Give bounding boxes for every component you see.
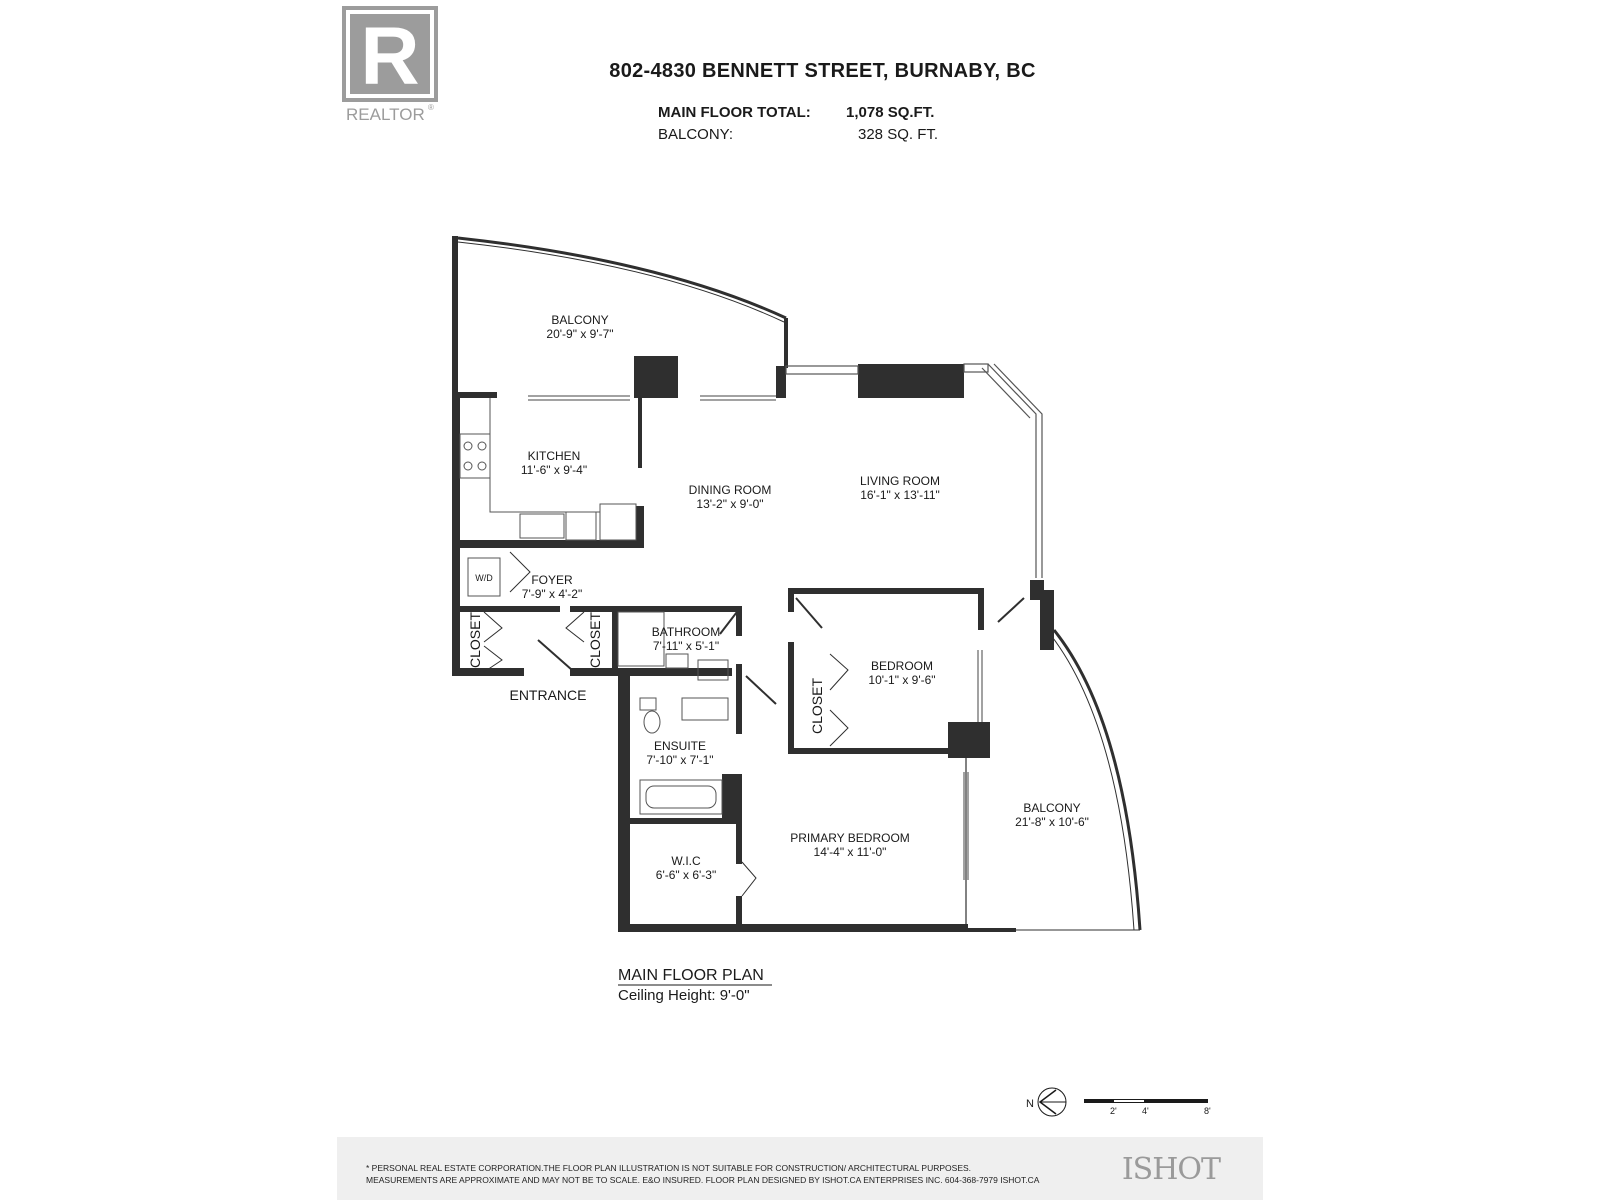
sliding-doors	[528, 395, 983, 880]
north-label: N	[1026, 1098, 1034, 1110]
primary-bedroom-name: PRIMARY BEDROOM	[790, 831, 910, 845]
balcony-top-outline	[457, 236, 788, 368]
kitchen-dims: 11'-6" x 9'-4"	[521, 463, 587, 477]
property-address: 802-4830 BENNETT STREET, BURNABY, BC	[609, 60, 1036, 82]
living-dims: 16'-1" x 13'-11"	[860, 488, 940, 502]
footer-disclaimer-2: MEASUREMENTS ARE APPROXIMATE AND MAY NOT…	[366, 1175, 1040, 1185]
walls	[452, 236, 1054, 932]
stove-icon	[459, 433, 491, 479]
primary-bedroom-dims: 14'-4" x 11'-0"	[814, 845, 887, 859]
footer-disclaimer-1: * PERSONAL REAL ESTATE CORPORATION.THE F…	[366, 1163, 972, 1173]
sink-icon	[519, 513, 565, 539]
realtor-wordmark: REALTOR	[346, 105, 425, 124]
entrance-label: ENTRANCE	[509, 687, 586, 703]
wic-name: W.I.C	[671, 854, 701, 868]
scale-bar: 2' 4' 8'	[1084, 1099, 1211, 1116]
foyer-dims: 7'-9" x 4'-2"	[522, 587, 582, 601]
dining-dims: 13'-2" x 9'-0"	[696, 497, 763, 511]
washer-dryer-icon	[467, 557, 501, 597]
bathroom-sink-icon	[697, 659, 729, 681]
kitchen-name: KITCHEN	[528, 449, 581, 463]
living-name: LIVING ROOM	[860, 474, 940, 488]
balcony-top-dims: 20'-9" x 9'-7"	[546, 327, 613, 341]
scale-tick-2: 2'	[1110, 1106, 1117, 1116]
scale-tick-8: 8'	[1204, 1106, 1211, 1116]
svg-text:®: ®	[428, 103, 434, 112]
ensuite-name: ENSUITE	[654, 739, 706, 753]
wic-dims: 6'-6" x 6'-3"	[656, 868, 716, 882]
wd-label: W/D	[475, 573, 493, 583]
closet-right-label: CLOSET	[587, 612, 603, 668]
ceiling-height: Ceiling Height: 9'-0"	[618, 987, 750, 1004]
bedroom-dims: 10'-1" x 9'-6"	[868, 673, 935, 687]
svg-text:R: R	[360, 11, 419, 102]
bedroom-name: BEDROOM	[871, 659, 933, 673]
realtor-logo: R REALTOR ®	[342, 6, 438, 124]
door-swings	[483, 551, 1025, 897]
balcony-top-name: BALCONY	[551, 313, 608, 327]
fridge-icon	[599, 503, 637, 541]
foyer-name: FOYER	[531, 573, 573, 587]
scale-tick-4: 4'	[1142, 1106, 1149, 1116]
ensuite-sink-icon	[681, 697, 729, 721]
toilet-icon	[639, 697, 657, 711]
fixtures	[459, 398, 729, 815]
main-floor-total-label: MAIN FLOOR TOTAL:	[658, 104, 811, 121]
north-arrow-icon: N	[1026, 1087, 1067, 1117]
closet-bedroom-label: CLOSET	[809, 678, 825, 734]
shower-icon	[617, 611, 665, 667]
balcony-right-outline	[965, 629, 1142, 931]
realtor-r-icon: R REALTOR ®	[342, 6, 438, 124]
dishwasher-icon	[565, 511, 597, 541]
ensuite-dims: 7'-10" x 7'-1"	[646, 753, 713, 767]
bathtub-icon	[639, 779, 723, 815]
balcony-total-value: 328 SQ. FT.	[858, 126, 939, 143]
balcony-right-dims: 21'-8" x 10'-6"	[1015, 815, 1089, 829]
plan-title: MAIN FLOOR PLAN	[618, 967, 764, 984]
closet-left-label: CLOSET	[467, 612, 483, 668]
dining-name: DINING ROOM	[689, 483, 772, 497]
bathroom-name: BATHROOM	[652, 625, 720, 639]
footer-band	[337, 1137, 1263, 1200]
ishot-logo: ISHOT	[1121, 1152, 1221, 1187]
bathroom-dims: 7'-11" x 5'-1"	[653, 639, 719, 653]
balcony-right-name: BALCONY	[1023, 801, 1080, 815]
balcony-total-label: BALCONY:	[658, 126, 734, 143]
main-floor-total-value: 1,078 SQ.FT.	[846, 104, 935, 121]
bay-window	[785, 363, 1043, 578]
